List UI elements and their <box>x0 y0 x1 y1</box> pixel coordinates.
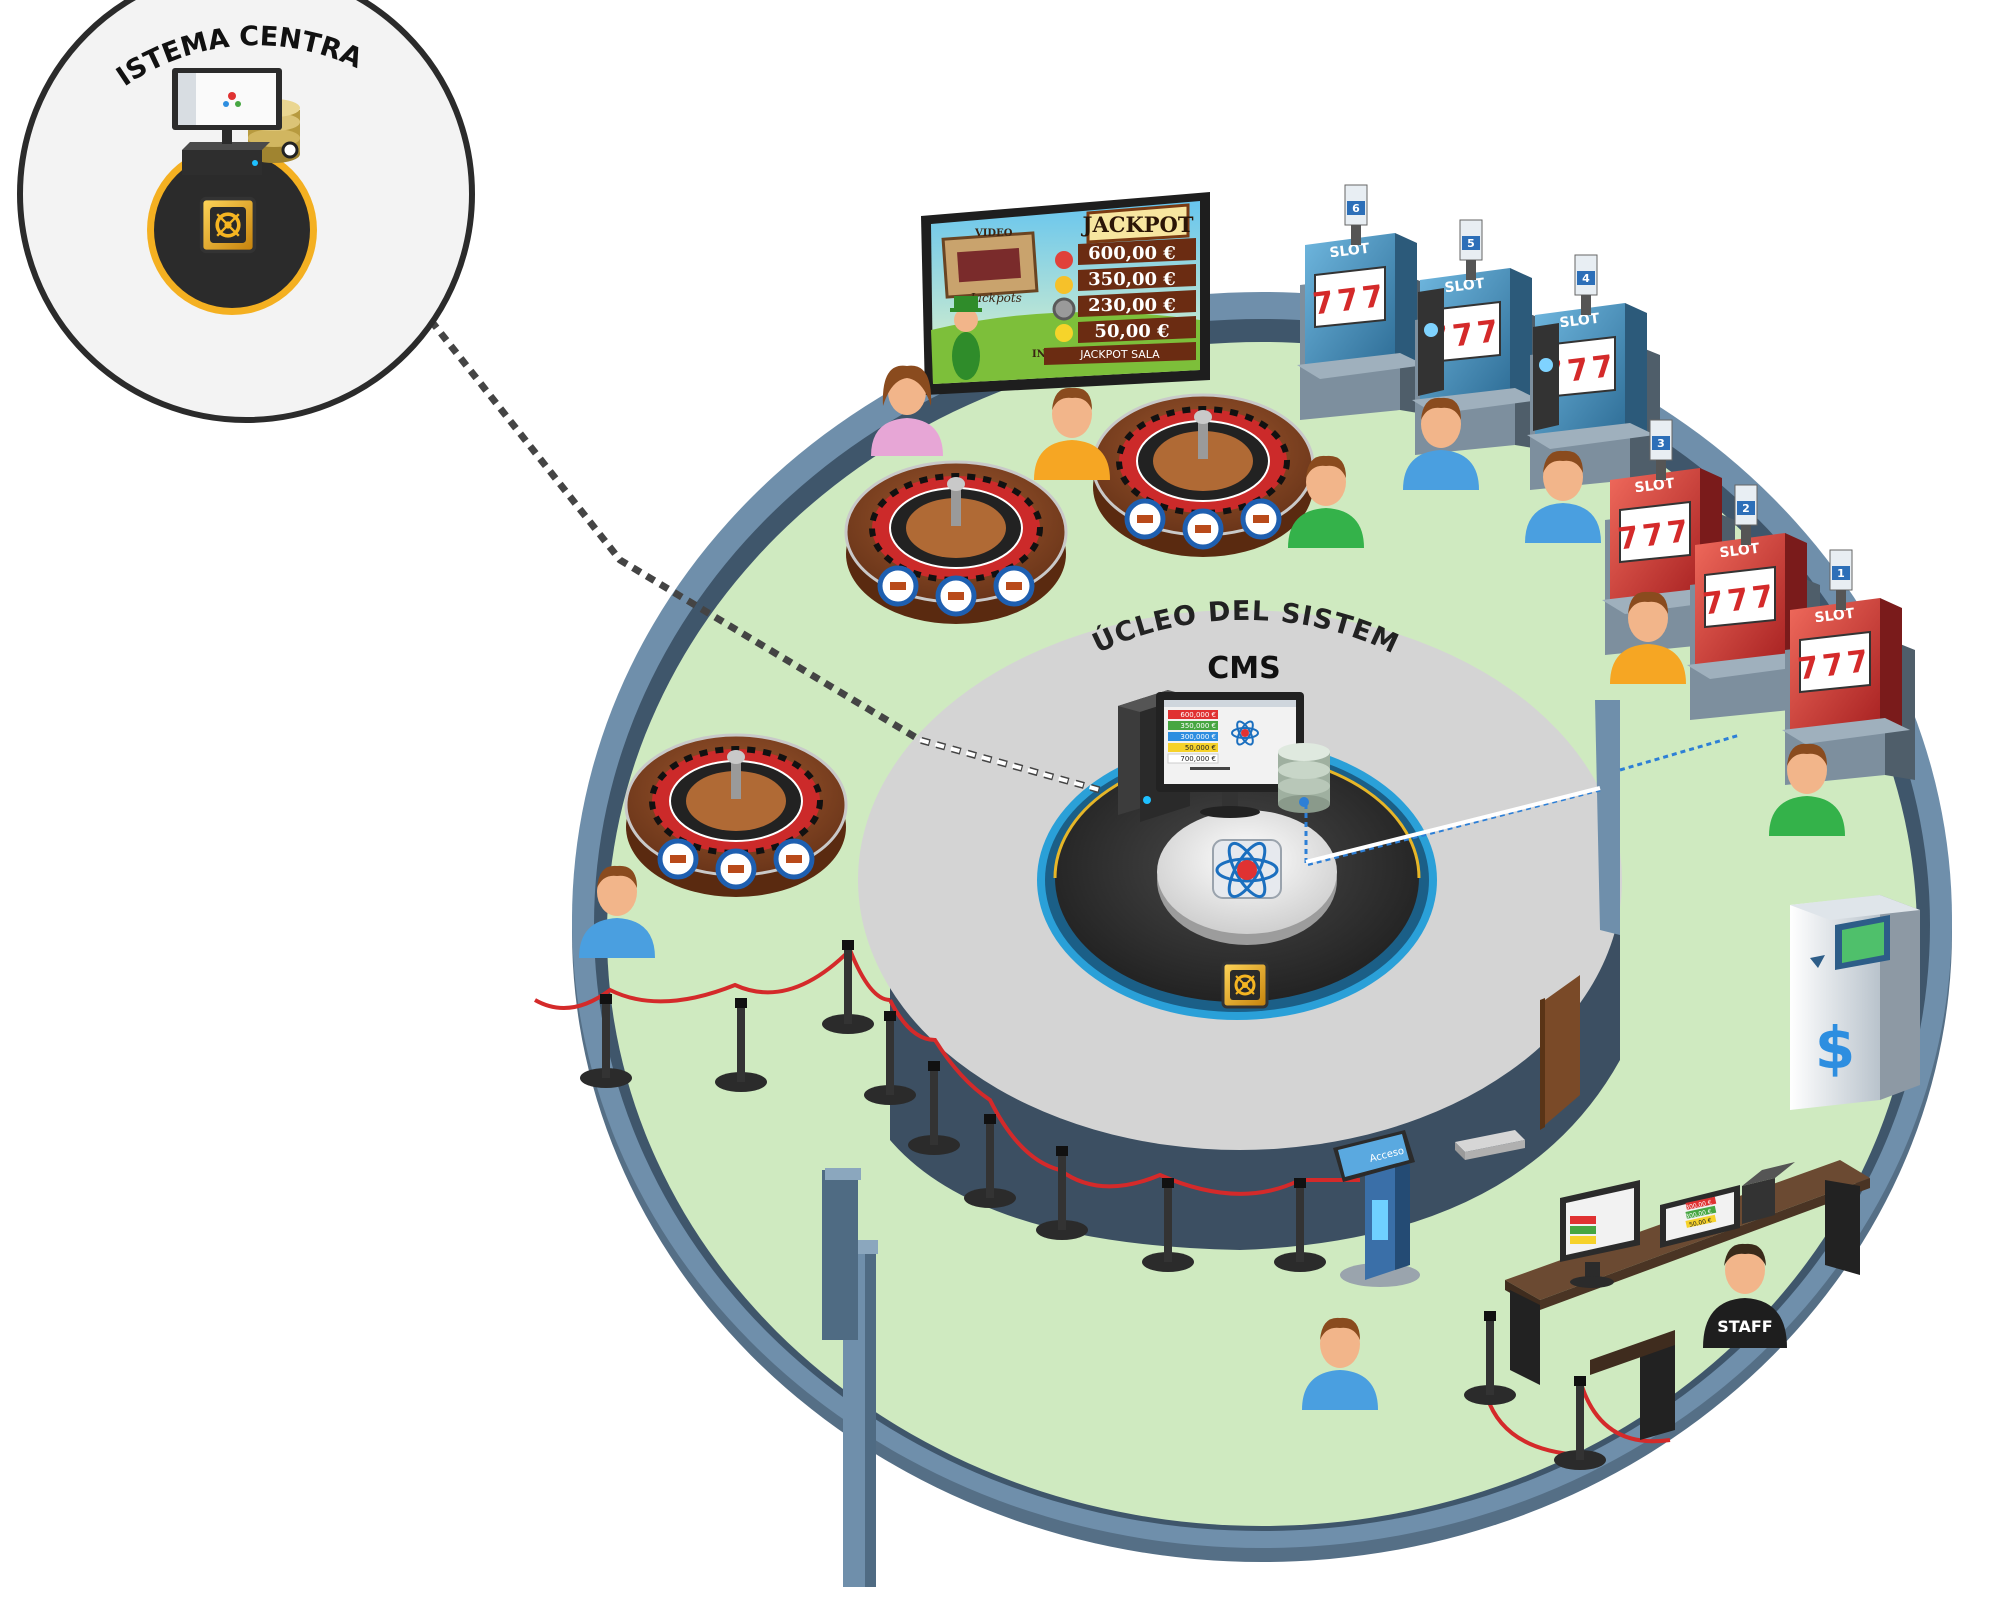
cms-value-5: 700,000 € <box>1180 755 1216 763</box>
network-links <box>309 167 1741 867</box>
rope-barrier <box>534 940 1671 1470</box>
jackpot-amount-4: 50,00 € <box>1094 321 1169 342</box>
database-icon <box>1278 743 1330 813</box>
prize-heart-icon <box>1055 251 1073 269</box>
slot-number: 5 <box>1467 237 1475 250</box>
cms-value-2: 350,000 € <box>1180 722 1216 730</box>
cashier-value-3: 50,00 € <box>1689 1217 1713 1229</box>
core-subtitle: CMS <box>1207 651 1280 686</box>
jackpot-amount-1: 600,00 € <box>1088 243 1176 264</box>
bill-acceptor <box>1533 323 1559 431</box>
prize-pot-icon <box>1055 324 1073 342</box>
atm-machine: $ <box>1790 895 1920 1110</box>
access-kiosk: Acceso <box>1333 1130 1420 1287</box>
cms-value-3: 300,000 € <box>1180 733 1216 741</box>
roulette-table <box>626 735 846 897</box>
slot-number: 6 <box>1352 202 1360 215</box>
jackpot-video-label: VIDEO <box>974 228 1013 239</box>
slot-number: 1 <box>1837 567 1845 580</box>
staff-person: STAFF <box>1703 1243 1787 1348</box>
leprechaun-icon <box>950 296 982 380</box>
slot-link-line <box>1304 788 1601 867</box>
staff-label: STAFF <box>1717 1317 1772 1336</box>
slot-label: SLOT <box>1634 476 1676 497</box>
slot-number: 4 <box>1582 272 1590 285</box>
players <box>579 365 1845 1410</box>
vault-icon <box>1221 961 1269 1009</box>
slot-number: 2 <box>1742 502 1750 515</box>
slot-label: SLOT <box>1444 276 1486 297</box>
player-avatar <box>871 365 943 456</box>
bill-acceptor <box>1418 288 1444 396</box>
jackpot-amount-2: 350,00 € <box>1088 269 1176 290</box>
slot-number: 3 <box>1657 437 1665 450</box>
slot-label: SLOT <box>1814 606 1856 627</box>
slot-label: SLOT <box>1329 241 1371 262</box>
cms-value-1: 600,000 € <box>1180 711 1216 719</box>
roulette-table <box>846 462 1066 624</box>
jackpot-logo-text: Jackpots <box>967 291 1022 305</box>
roulette-table <box>1093 395 1313 557</box>
slot-machines: SLOT7776SLOT7775SLOT7774SLOT7773SLOT7772… <box>1297 184 1915 785</box>
slot-label: SLOT <box>1719 541 1761 562</box>
jackpot-header: JACKPOT <box>1081 212 1194 237</box>
cms-value-4: 50,000 € <box>1185 744 1216 752</box>
slot-label: SLOT <box>1559 311 1601 332</box>
jackpot-footer: JACKPOT SALA <box>1079 348 1160 361</box>
cms-monitor: 600,000 € 350,000 € 300,000 € 50,000 € 7… <box>1156 692 1304 818</box>
prize-coin-icon <box>1055 276 1073 294</box>
central-vault-icon <box>199 196 257 254</box>
central-link-line <box>309 167 1101 794</box>
cashier-desk: 300,00 € 300,00 € 50,00 € STAFF <box>1505 1160 1870 1440</box>
jackpot-display: VIDEO Jackpots JACKPOT 600,00 € 350,00 €… <box>921 192 1210 395</box>
jackpot-amount-3: 230,00 € <box>1088 295 1176 316</box>
cms-core-icon <box>1212 839 1282 899</box>
prize-ring-icon <box>1052 297 1076 321</box>
projector-icon <box>1455 1130 1525 1160</box>
atm-dollar-icon: $ <box>1815 1014 1855 1082</box>
